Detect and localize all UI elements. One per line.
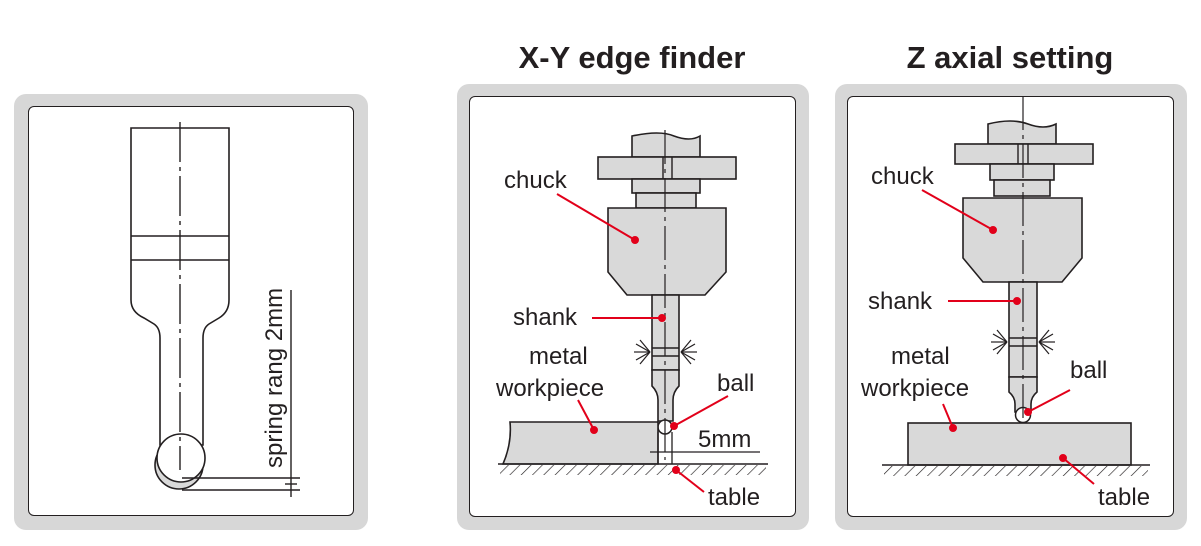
- xy-shank-label: shank: [513, 304, 578, 331]
- z-ball-label: ball: [1070, 357, 1107, 384]
- z-chuck-assembly: [954, 120, 1094, 413]
- z-chuck-label: chuck: [871, 163, 935, 190]
- spring-range-dimension: [182, 290, 300, 497]
- xy-leaders: [556, 193, 729, 493]
- xy-chuck-label: chuck: [504, 167, 568, 194]
- z-workpiece-label: workpiece: [860, 375, 969, 402]
- spring-range-label: spring rang 2mm: [261, 288, 288, 468]
- xy-spark-right-icon: [680, 339, 697, 365]
- z-metal-label: metal: [891, 343, 950, 370]
- title-z-axial-setting: Z axial setting: [906, 40, 1114, 75]
- z-table-hatch: [884, 466, 1148, 476]
- xy-dimension-label: 5mm: [698, 426, 751, 453]
- xy-table-label: table: [708, 484, 760, 511]
- xy-ball-label: ball: [717, 370, 754, 397]
- xy-metal-label: metal: [529, 343, 588, 370]
- probe-ball: [154, 433, 206, 490]
- z-workpiece: [907, 422, 1132, 466]
- xy-chuck-assembly: [597, 132, 737, 422]
- z-spark-right-icon: [1038, 329, 1055, 355]
- z-leaders: [921, 189, 1095, 485]
- xy-spark-left-icon: [634, 339, 651, 365]
- xy-workpiece: [501, 421, 659, 465]
- z-spark-left-icon: [991, 329, 1008, 355]
- xy-dimension-5mm: [650, 432, 760, 464]
- z-shank-label: shank: [868, 288, 933, 315]
- title-xy-edge-finder: X-Y edge finder: [518, 40, 746, 75]
- xy-workpiece-label: workpiece: [495, 375, 604, 402]
- z-table-label: table: [1098, 484, 1150, 511]
- xy-table-hatch: [500, 465, 766, 475]
